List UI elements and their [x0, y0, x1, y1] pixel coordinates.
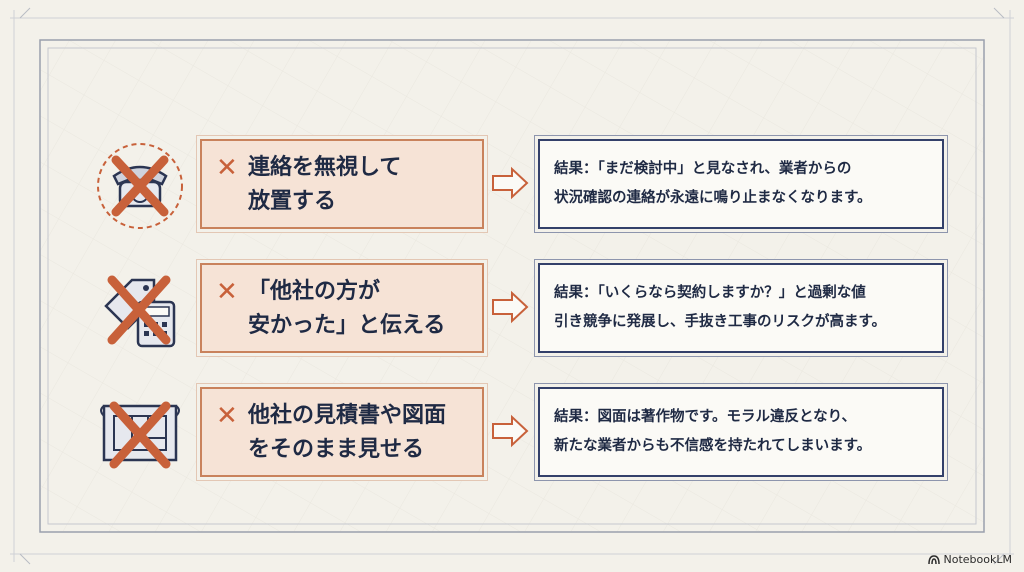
dont-text-3: 他社の見積書や図面 をそのまま見せる	[248, 403, 447, 462]
dont-text-2: 「他社の方が 安かった」と伝える	[248, 279, 446, 338]
notebooklm-logo-icon	[927, 554, 940, 564]
brand-label: NotebookLM	[943, 553, 1012, 566]
arrow-right-icon	[492, 290, 529, 324]
result-box-1: 結果：「まだ検討中」と見なされ、業者からの 状況確認の連絡が永遠に鳴り止まなくな…	[538, 139, 944, 229]
result-text-1: 結果：「まだ検討中」と見なされ、業者からの 状況確認の連絡が永遠に鳴り止まなくな…	[554, 161, 872, 206]
dont-box-3: ✕ 他社の見積書や図面 をそのまま見せる	[200, 387, 484, 477]
dont-text-1: 連絡を無視して 放置する	[248, 155, 402, 214]
notebooklm-brand: NotebookLM	[927, 553, 1012, 566]
cross-icon: ✕	[216, 401, 238, 431]
result-box-2: 結果：「いくらなら契約しますか？」と過剰な値 引き競争に発展し、手抜き工事のリス…	[538, 263, 944, 353]
row-2: ✕ 「他社の方が 安かった」と伝える 結果：「いくらなら契約しますか？」と過剰な…	[0, 260, 1024, 360]
blueprint-icon	[92, 384, 192, 484]
cross-icon: ✕	[216, 277, 238, 307]
dont-box-2: ✕ 「他社の方が 安かった」と伝える	[200, 263, 484, 353]
row-1: ✕ 連絡を無視して 放置する 結果：「まだ検討中」と見なされ、業者からの 状況確…	[0, 136, 1024, 236]
dont-box-1: ✕ 連絡を無視して 放置する	[200, 139, 484, 229]
result-text-2: 結果：「いくらなら契約しますか？」と過剰な値 引き競争に発展し、手抜き工事のリス…	[554, 285, 887, 330]
result-text-3: 結果：図面は著作物です。モラル違反となり、 新たな業者からも不信感を持たれてしま…	[554, 409, 872, 454]
result-box-3: 結果：図面は著作物です。モラル違反となり、 新たな業者からも不信感を持たれてしま…	[538, 387, 944, 477]
price-tag-calculator-icon	[92, 260, 192, 360]
cross-icon: ✕	[216, 153, 238, 183]
row-3: ✕ 他社の見積書や図面 をそのまま見せる 結果：図面は著作物です。モラル違反とな…	[0, 384, 1024, 484]
arrow-right-icon	[492, 414, 529, 448]
arrow-right-icon	[492, 166, 529, 200]
telephone-icon	[92, 136, 192, 236]
